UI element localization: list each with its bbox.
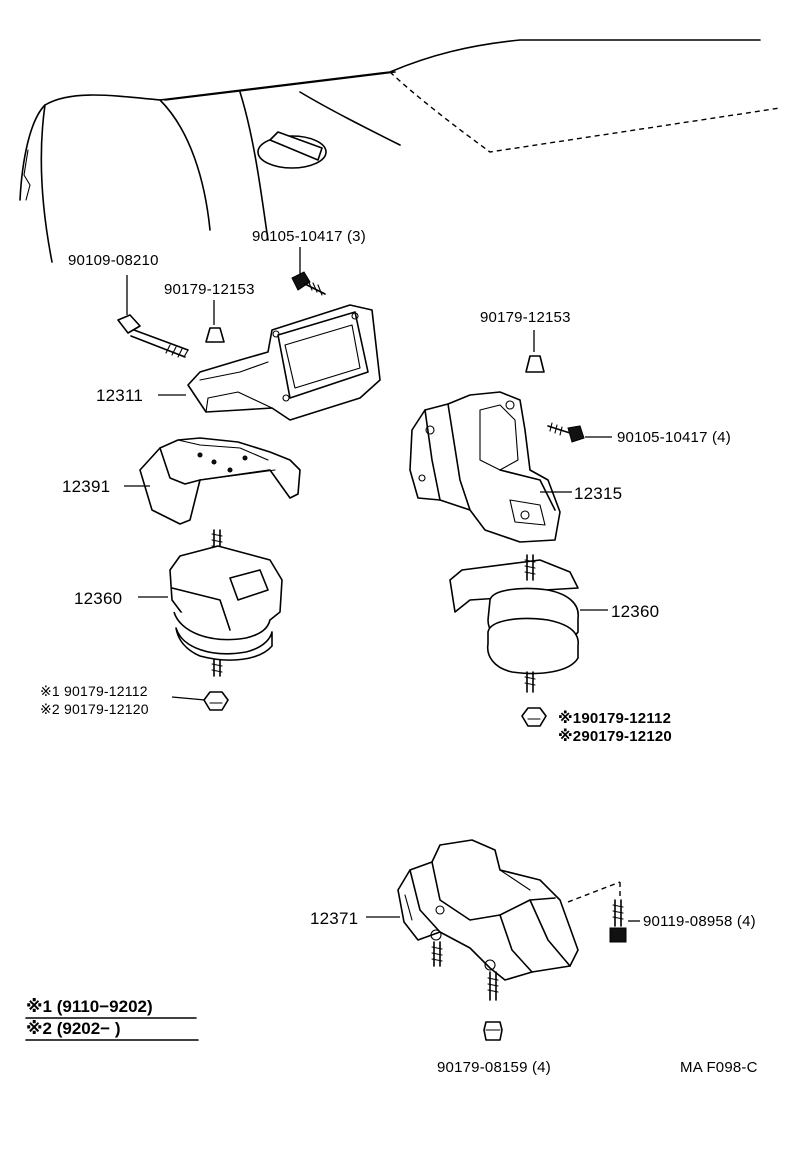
label-90179-12153-right: 90179-12153 — [480, 309, 571, 326]
engine-block-outline — [19, 39, 781, 263]
bolt-90109-08210 — [117, 275, 189, 358]
label-12360-right: 12360 — [611, 602, 660, 621]
label-note2-left: ※2 90179-12120 — [40, 701, 149, 717]
legend-note2: ※2 (9202− ) — [26, 1019, 121, 1038]
figure-code: MA F098-C — [680, 1059, 758, 1076]
rear-mount-12371 — [366, 839, 621, 1001]
label-note1-right: ※190179-12112 — [558, 710, 672, 727]
label-12315: 12315 — [574, 484, 623, 503]
label-12391: 12391 — [62, 477, 111, 496]
label-90179-12153-left: 90179-12153 — [164, 281, 255, 298]
nut-90179-12153-right — [525, 330, 545, 373]
legend-underlines — [25, 1017, 199, 1041]
label-12371: 12371 — [310, 909, 359, 928]
nut-90179-12112-right — [521, 707, 547, 727]
label-12360-left: 12360 — [74, 589, 123, 608]
label-note2-right: ※290179-12120 — [558, 728, 672, 745]
label-90179-08159-4: 90179-08159 (4) — [437, 1059, 551, 1076]
cover-12391 — [124, 437, 301, 525]
nut-90179-08159 — [483, 1021, 503, 1041]
label-12311: 12311 — [96, 386, 144, 405]
nut-90179-12153-left — [205, 300, 225, 343]
label-90109-08210: 90109-08210 — [68, 252, 159, 269]
bracket-12315 — [409, 391, 572, 543]
bolt-90105-10417-right — [547, 422, 612, 443]
engine-mount-12360-right — [449, 554, 608, 693]
bolt-90119-08958 — [609, 899, 640, 943]
nut-90179-12112-left — [171, 691, 229, 711]
label-note1-left: ※1 90179-12112 — [40, 683, 148, 699]
label-90105-10417-3: 90105-10417 (3) — [252, 228, 366, 245]
label-90119-08958-4: 90119-08958 (4) — [643, 913, 756, 930]
bracket-12311 — [158, 304, 381, 421]
engine-mount-12360-left — [138, 529, 283, 677]
bolt-90105-10417-upper — [291, 247, 326, 296]
label-90105-10417-4: 90105-10417 (4) — [617, 429, 731, 446]
legend-note1: ※1 (9110−9202) — [26, 997, 153, 1016]
